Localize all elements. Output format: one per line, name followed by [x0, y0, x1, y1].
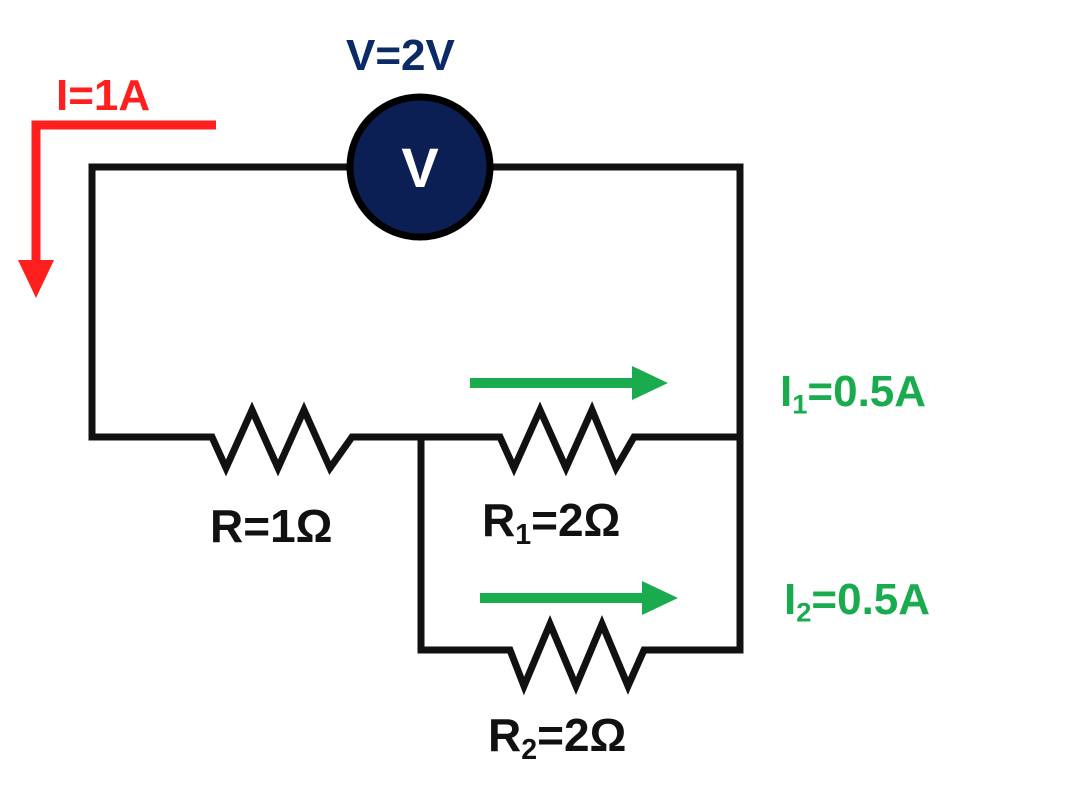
total-current-label: I=1A — [56, 71, 151, 120]
branch-current-i2-label: I2=0.5A — [784, 575, 931, 628]
voltmeter-symbol: V — [401, 136, 438, 199]
voltage-reading-label: V=2V — [346, 31, 455, 80]
wire-parallel-left — [417, 433, 498, 654]
voltmeter-circle — [346, 93, 494, 241]
resistor-r1-label: R1=2Ω — [482, 494, 621, 551]
voltmeter: V — [346, 93, 494, 241]
wire-parallel-right — [654, 433, 744, 654]
resistor-r2-symbol — [490, 614, 662, 696]
branch-current-arrow-i2 — [480, 581, 678, 615]
total-current-arrow — [18, 120, 216, 298]
branch-current-arrow-i1 — [470, 366, 668, 400]
branch-current-i1-label: I1=0.5A — [780, 367, 927, 420]
resistor-r-symbol — [192, 401, 374, 477]
resistor-r-label: R=1Ω — [210, 500, 333, 552]
resistor-r1-symbol — [480, 401, 654, 477]
wire-left-loop — [88, 163, 356, 441]
wire-top-right — [486, 163, 744, 441]
resistor-r2-label: R2=2Ω — [488, 709, 627, 766]
